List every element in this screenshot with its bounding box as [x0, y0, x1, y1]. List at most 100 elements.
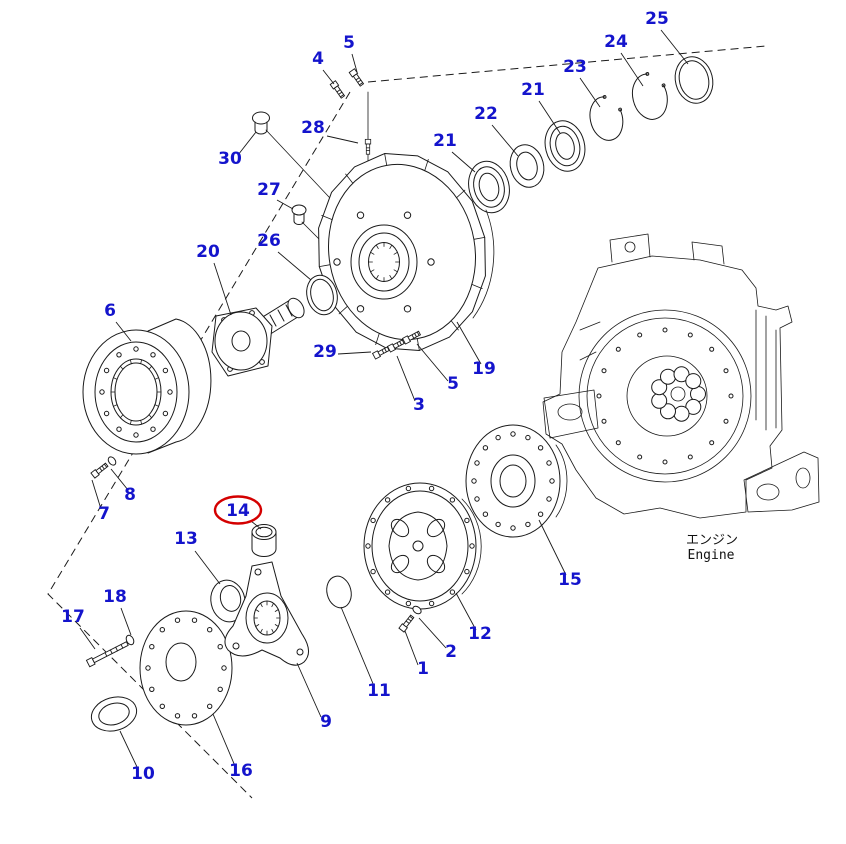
engine-caption-jp: エンジン — [686, 533, 738, 548]
leader-line-19 — [456, 321, 482, 365]
leader-line-30 — [237, 131, 257, 156]
assembly-axis-line-left — [47, 91, 351, 799]
part-label-21: 21 — [433, 131, 457, 151]
washer-8 — [107, 456, 117, 466]
flywheel-rim-holes — [596, 327, 734, 465]
leader-line-5 — [351, 53, 358, 73]
bolt-5-top — [348, 68, 365, 87]
plug-30 — [252, 111, 270, 135]
leader-line-13 — [194, 550, 221, 585]
part-16-plate — [139, 610, 233, 726]
leader-line-10 — [119, 730, 139, 770]
part-label-18: 18 — [103, 587, 127, 607]
part-label-7: 7 — [98, 504, 110, 524]
housing-ribs — [318, 153, 486, 351]
part-label-17: 17 — [61, 607, 85, 627]
washer-18 — [125, 634, 135, 646]
bolt-17 — [85, 641, 129, 668]
part-label-26: 26 — [257, 231, 281, 251]
leader-line-24 — [620, 52, 644, 87]
leader-line-23 — [579, 77, 601, 108]
part-label-2: 2 — [445, 642, 457, 662]
leader-line-9 — [296, 662, 322, 718]
leader-line-29 — [337, 351, 372, 355]
part-label-5: 5 — [447, 374, 459, 394]
leader-line-22 — [491, 124, 519, 157]
washer-2 — [412, 605, 422, 615]
part-label-13: 13 — [174, 529, 198, 549]
part-label-24: 24 — [604, 32, 628, 52]
leader-line-20 — [213, 262, 232, 316]
leader-line-8 — [110, 468, 129, 491]
part-label-3: 3 — [413, 395, 425, 415]
part-label-21: 21 — [521, 80, 545, 100]
screw-28 — [364, 138, 372, 155]
part-label-11: 11 — [367, 681, 391, 701]
part-label-22: 22 — [474, 104, 498, 124]
flywheel-bolt-cluster — [651, 366, 706, 422]
leader-line-11 — [340, 606, 375, 687]
housing-spline-bore — [368, 242, 400, 282]
part-label-16: 16 — [229, 761, 253, 781]
leader-line-2 — [418, 617, 447, 649]
part-14-bushing — [251, 524, 277, 557]
plate16-rim-holes — [145, 617, 227, 719]
part-label-30: 30 — [218, 149, 242, 169]
drum-bolt-holes — [99, 346, 173, 438]
part-10-ring — [90, 696, 138, 732]
part-label-4: 4 — [312, 49, 324, 69]
part-21a-bearing — [468, 160, 510, 214]
part-label-8: 8 — [124, 485, 136, 505]
leader-line-28 — [326, 135, 359, 144]
part-label-15: 15 — [558, 570, 582, 590]
leader-line-6 — [115, 321, 132, 342]
part-20-gear-shaft — [211, 297, 305, 377]
leader-line-27 — [276, 199, 294, 210]
leader-line-12 — [455, 592, 477, 631]
plug-27 — [291, 204, 307, 225]
part-12-damper-case — [363, 482, 482, 610]
part-label-6: 6 — [104, 301, 116, 321]
part-21b-bearing — [544, 120, 586, 172]
part-label-20: 20 — [196, 242, 220, 262]
engine-caption-en: Engine — [688, 548, 735, 563]
leader-line-5 — [416, 343, 449, 382]
housing-bolt-holes — [333, 211, 435, 313]
part-6-drum — [82, 318, 212, 455]
part-label-12: 12 — [468, 624, 492, 644]
leader-line-26 — [277, 251, 312, 281]
part-label-10: 10 — [131, 764, 155, 784]
part-label-29: 29 — [313, 342, 337, 362]
bolt-1 — [398, 614, 415, 633]
leader-line-4 — [322, 69, 335, 85]
part-19-converter-housing — [318, 153, 495, 351]
part-13-spacer — [210, 579, 246, 623]
part-26-oring — [306, 274, 338, 316]
part-label-25: 25 — [645, 9, 669, 29]
part-11-ball — [326, 575, 352, 609]
part-label-14: 14 — [226, 501, 250, 521]
part-23-snap-ring — [589, 95, 624, 141]
part-label-23: 23 — [563, 57, 587, 77]
bolt-4 — [329, 80, 346, 99]
part-label-19: 19 — [472, 359, 496, 379]
highlight-circle-14 — [213, 495, 263, 525]
part-label-5: 5 — [343, 33, 355, 53]
leader-line-3 — [396, 355, 416, 402]
bolt-29 — [371, 345, 392, 360]
leader-line-16 — [212, 713, 236, 767]
bolt-7 — [90, 462, 109, 479]
part-22-race — [509, 144, 545, 188]
leader-line-7 — [91, 479, 102, 510]
part-label-9: 9 — [320, 712, 332, 732]
coupling-spline-bore — [253, 600, 281, 636]
part-25-ring — [674, 56, 714, 104]
leader-line-1 — [404, 630, 419, 666]
bolt-5-mid — [401, 330, 422, 345]
leader-line-25 — [660, 29, 689, 65]
part-label-28: 28 — [301, 118, 325, 138]
leader-line-17 — [79, 627, 96, 650]
part-24-snap-ring — [632, 72, 668, 120]
